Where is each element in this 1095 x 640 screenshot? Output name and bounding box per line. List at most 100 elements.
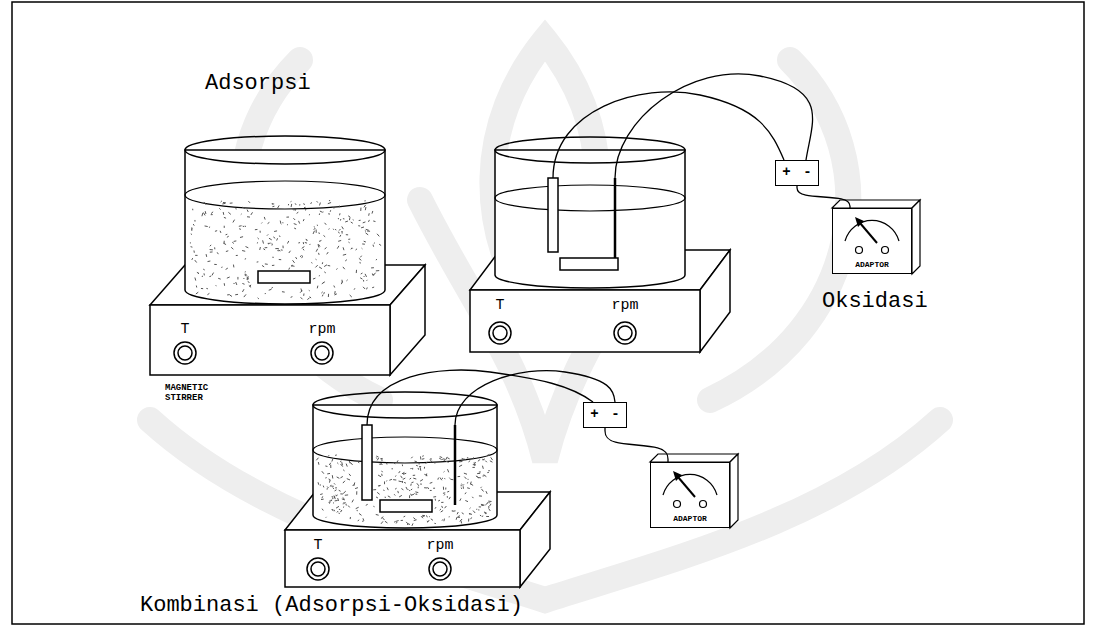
particle [341,462,343,465]
particle [299,204,300,205]
particle [378,485,380,486]
particle [317,225,318,226]
particle [319,244,320,246]
particle [373,274,374,275]
particle [381,474,382,476]
needle-head [673,471,682,481]
particle [232,242,234,243]
particle [237,277,238,280]
particle [226,250,228,252]
particle [410,478,412,479]
particle [318,275,320,276]
particle [349,474,351,476]
particle [258,238,259,239]
particle [373,220,375,222]
particle [240,236,243,238]
particle [298,242,300,243]
particle [291,296,293,298]
plate-electrode [548,178,558,252]
rod-electrode [614,178,617,258]
particle [242,207,245,208]
particle [328,479,330,481]
particle [340,493,343,494]
particle [269,238,272,240]
particle [406,487,408,490]
particle [235,208,236,209]
particle [337,511,338,512]
particle [430,490,432,491]
particle [465,492,466,494]
particle [340,461,342,462]
particle [204,202,206,205]
particle [488,470,490,471]
particle [272,203,274,204]
particle [365,274,367,277]
particle [419,466,421,467]
particle [343,254,346,256]
particle [449,477,451,479]
particle [191,227,192,230]
particle [420,479,423,481]
setup-title: Kombinasi (Adsorpsi-Oksidasi) [140,594,523,618]
particle [322,282,325,284]
particle [339,513,340,514]
particle [248,201,250,203]
particle [308,214,310,216]
liquid-surface [313,437,497,463]
particle [472,467,474,468]
particle [351,222,353,223]
particle [257,242,258,244]
stirrer-front [150,305,390,375]
particle [228,212,230,214]
stirrer-side [520,492,550,587]
particle [417,483,419,485]
particle [349,217,351,220]
particle [472,497,473,498]
particle [361,273,363,275]
particle [329,200,330,201]
particle [218,278,221,280]
particle [348,216,350,217]
particle [271,244,272,246]
particle [336,506,339,508]
particle [291,265,294,267]
particle [381,463,383,465]
particle [385,521,388,523]
particle [437,478,439,480]
particle [205,211,207,214]
particle [356,507,359,508]
particle [394,521,395,523]
particle [428,520,430,522]
beaker [313,392,497,528]
particle [345,504,346,506]
particle [482,515,483,517]
particle [364,200,365,201]
particle [410,468,411,469]
particle [413,475,415,476]
particle [336,495,337,497]
particle [236,282,237,285]
particle [404,482,406,484]
particle [322,509,323,511]
particle [279,259,281,260]
particle [479,506,481,507]
particle [367,230,370,231]
adaptor-casing [832,200,920,274]
knob-inner [315,346,329,360]
particle [333,502,335,504]
particle [303,242,304,244]
particle [350,462,352,465]
particle [422,515,425,516]
particle [316,229,317,232]
particle [478,509,479,510]
particle [268,222,270,223]
particle [353,482,355,485]
particle [443,458,445,461]
particle [273,237,275,238]
particle [460,519,462,521]
particle [491,457,493,460]
particle [411,482,413,484]
particle [342,231,343,233]
particle [458,476,461,477]
